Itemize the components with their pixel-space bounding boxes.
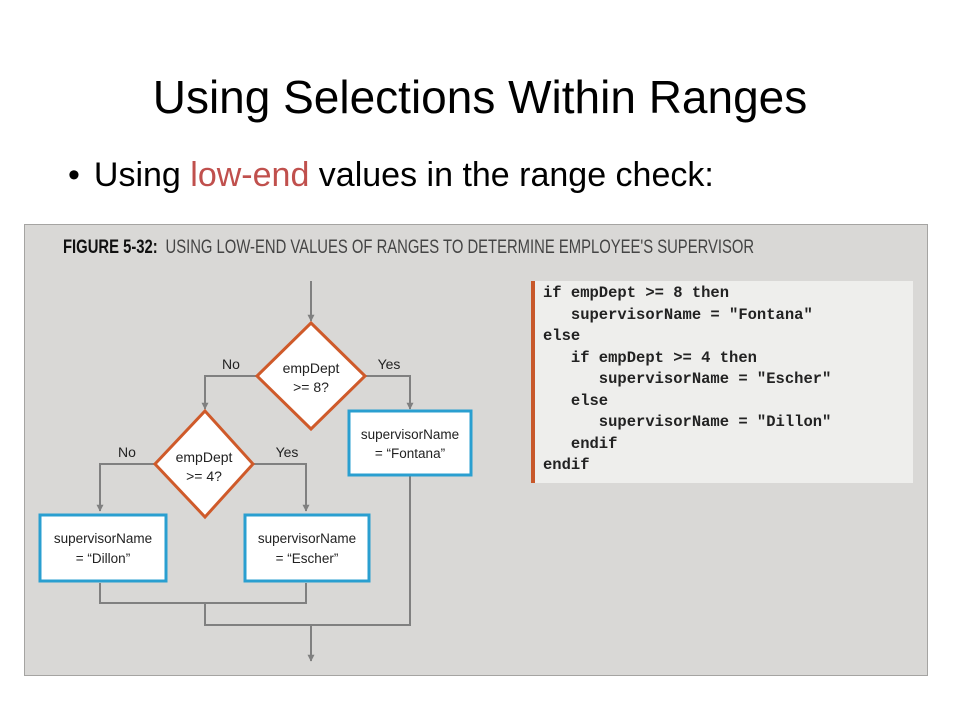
- connector-no-2: [96, 463, 155, 512]
- label-no-1: No: [222, 356, 240, 372]
- bullet-dot: •: [68, 156, 80, 194]
- decision2-line1: empDept: [176, 449, 233, 465]
- code-line: supervisorName = "Escher": [543, 370, 832, 388]
- process-dillon-line2: = “Dillon”: [76, 551, 130, 566]
- figure-number: FIGURE 5-32:: [63, 237, 158, 258]
- figure-caption-text: USING LOW-END VALUES OF RANGES TO DETERM…: [165, 237, 755, 258]
- bullet-highlight: low-end: [190, 156, 310, 194]
- code-line: endif: [543, 456, 590, 474]
- process-fontana-line1: supervisorName: [361, 427, 459, 442]
- figure-panel: FIGURE 5-32: USING LOW-END VALUES OF RANG…: [24, 224, 928, 676]
- code-line: else: [543, 327, 581, 345]
- process-box-dillon: [38, 513, 168, 583]
- process-escher-line1: supervisorName: [258, 531, 356, 546]
- connector-no-1: [201, 375, 257, 410]
- flowchart: empDept >= 8? empDept >= 4? No Yes No Ye…: [38, 281, 473, 662]
- bullet-text-after: values in the range check:: [309, 156, 714, 194]
- connector-merge-inner: [99, 583, 307, 604]
- decision1-line1: empDept: [283, 360, 340, 376]
- connector-yes-1: [365, 375, 414, 410]
- slide-title: Using Selections Within Ranges: [152, 71, 808, 123]
- code-line: endif: [543, 434, 618, 453]
- process-fontana-line2: = “Fontana”: [375, 446, 445, 461]
- connector-merge-mid: [204, 475, 411, 626]
- code-line: else: [543, 391, 609, 410]
- process-box-escher: [243, 513, 371, 583]
- code-line: if empDept >= 8 then: [543, 284, 730, 302]
- connector-yes-2: [253, 463, 310, 512]
- label-yes-2: Yes: [276, 444, 299, 460]
- process-dillon-line1: supervisorName: [54, 531, 152, 546]
- pseudocode-box: if empDept >= 8 then supervisorName = "F…: [531, 281, 913, 483]
- bullet-point: • Using low-end values in the range check…: [68, 156, 714, 195]
- process-box-fontana: [347, 409, 473, 477]
- bullet-text-before: Using: [93, 156, 191, 194]
- code-line: if empDept >= 4 then: [543, 348, 757, 367]
- decision-diamond-1: [254, 320, 368, 432]
- figure-caption: FIGURE 5-32: USING LOW-END VALUES OF RANG…: [63, 237, 754, 259]
- code-line: supervisorName = "Dillon": [543, 413, 832, 431]
- code-line: supervisorName = "Fontana": [543, 305, 813, 324]
- decision-diamond-2: [152, 408, 256, 520]
- label-yes-1: Yes: [378, 356, 401, 372]
- decision1-line2: >= 8?: [293, 379, 329, 395]
- decision2-line2: >= 4?: [186, 468, 222, 484]
- label-no-2: No: [118, 444, 136, 460]
- process-escher-line2: = “Escher”: [276, 551, 339, 566]
